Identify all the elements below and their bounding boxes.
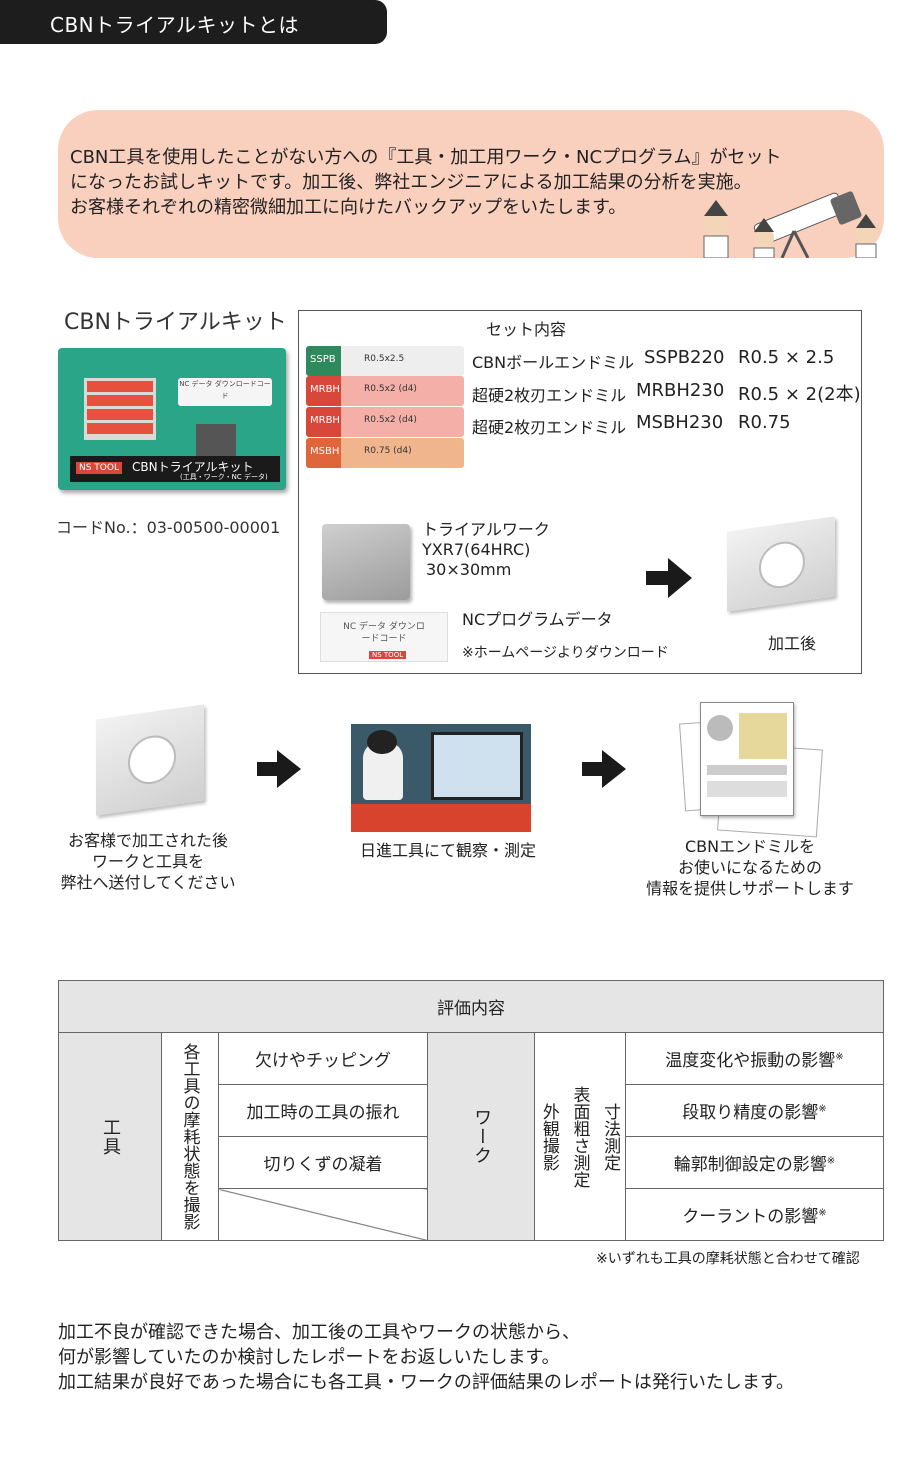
observation-photo — [351, 724, 531, 832]
set-item: 超硬2枚刃エンドミル MRBH230 R0.5 × 2(2本) — [472, 380, 861, 405]
gear-pocket — [759, 538, 805, 592]
tool-item: 加工時の工具の振れ — [218, 1084, 428, 1137]
section-header: CBNトライアルキットとは — [0, 0, 387, 44]
tool-label-mrbh: MRBH R0.5x2 (d4) — [306, 407, 464, 437]
customer-work — [96, 704, 204, 816]
arrow-right-icon — [582, 750, 626, 788]
arrow-right-icon — [646, 558, 692, 598]
kit-nc-card: NC データ ダウンロードコード — [178, 378, 272, 406]
footer-line: 加工不良が確認できた場合、加工後の工具やワークの状態から、 — [58, 1322, 580, 1343]
tool-item: 欠けやチッピング — [218, 1032, 428, 1085]
tool-label-mrbh: MRBH R0.5x2 (d4) — [306, 376, 464, 406]
flow-step-1-text: お客様で加工された後ワークと工具を弊社へ送付してください — [60, 831, 236, 892]
footer-line: 何が影響していたのか検討したレポートをお返しいたします。 — [58, 1347, 560, 1368]
tool-category: 工具 — [58, 1032, 162, 1241]
after-label: 加工後 — [768, 634, 817, 653]
kit-code: コードNo.：03-00500-00001 — [56, 518, 281, 537]
machined-work — [727, 516, 835, 612]
work-item: 輪郭制御設定の影響※ — [625, 1136, 884, 1189]
intro-line: CBN工具を使用したことがない方への『工具・加工用ワーク・NCプログラム』がセッ… — [70, 147, 782, 168]
kit-photo: NC データ ダウンロードコード NS TOOL CBNトライアルキット (工具… — [58, 348, 286, 490]
set-contents-box — [298, 310, 862, 674]
kit-label-sub: (工具・ワーク・NC データ) — [180, 473, 268, 481]
trial-work-text: トライアルワーク YXR7(64HRC) 30×30mm — [422, 520, 550, 579]
flow-step-3-text: CBNエンドミルをお使いになるための情報を提供しサポートします — [646, 837, 854, 898]
kit-label: CBNトライアルキット — [132, 460, 254, 474]
nc-program-note: ※ホームページよりダウンロード — [462, 645, 669, 661]
intro-line: お客様それぞれの精密微細加工に向けたバックアップをいたします。 — [70, 197, 627, 218]
intro-box: CBN工具を使用したことがない方への『工具・加工用ワーク・NCプログラム』がセッ… — [58, 110, 884, 258]
telescope-illustration — [703, 191, 877, 258]
flow-step-2-text: 日進工具にて観察・測定 — [359, 841, 536, 860]
set-item: 超硬2枚刃エンドミル MSBH230 R0.75 — [472, 412, 791, 437]
arrow-right-icon — [257, 750, 301, 788]
empty-cell — [218, 1188, 428, 1241]
set-item: CBNボールエンドミル SSPB220 R0.5 × 2.5 — [472, 347, 835, 372]
nc-download-card: NC データ ダウンロードコード NS TOOL — [320, 612, 448, 662]
kit-title: CBNトライアルキット — [64, 310, 287, 335]
evaluation-note: ※いずれも工具の摩耗状態と合わせて確認 — [596, 1251, 860, 1267]
work-item: クーラントの影響※ — [625, 1188, 884, 1241]
kit-work-block — [196, 424, 236, 456]
report-sheet-front — [700, 702, 794, 816]
kit-brand: NS TOOL — [76, 462, 122, 474]
nc-program-title: NCプログラムデータ — [462, 610, 613, 629]
section-title: CBNトライアルキットとは — [50, 13, 299, 37]
tool-sub-category: 各工具の摩耗状態を撮影 — [161, 1032, 219, 1241]
tool-item: 切りくずの凝着 — [218, 1136, 428, 1189]
work-sub-category: 寸法測定 表面粗さ測定 外観撮影 — [534, 1032, 626, 1241]
work-category: ワーク — [427, 1032, 535, 1241]
kit-tools — [84, 378, 156, 440]
monitor — [431, 732, 523, 800]
work-item: 温度変化や振動の影響※ — [625, 1032, 884, 1085]
work-item: 段取り精度の影響※ — [625, 1084, 884, 1137]
tool-label-msbh: MSBH R0.75 (d4) — [306, 438, 464, 468]
set-title: セット内容 — [486, 320, 567, 339]
evaluation-table: 評価内容 工具 各工具の摩耗状態を撮影 欠けやチッピング ワーク 寸法測定 表面… — [58, 980, 884, 1241]
trial-work-block — [322, 524, 410, 600]
gear-pocket — [128, 732, 176, 788]
evaluation-title: 評価内容 — [58, 980, 884, 1033]
kit-label-band: NS TOOL CBNトライアルキット (工具・ワーク・NC データ) — [70, 456, 280, 482]
intro-line: になったお試しキットです。加工後、弊社エンジニアによる加工結果の分析を実施。 — [70, 172, 752, 193]
footer-line: 加工結果が良好であった場合にも各工具・ワークの評価結果のレポートは発行いたします… — [58, 1372, 795, 1393]
tool-label-sspb: SSPB R0.5x2.5 — [306, 346, 464, 376]
